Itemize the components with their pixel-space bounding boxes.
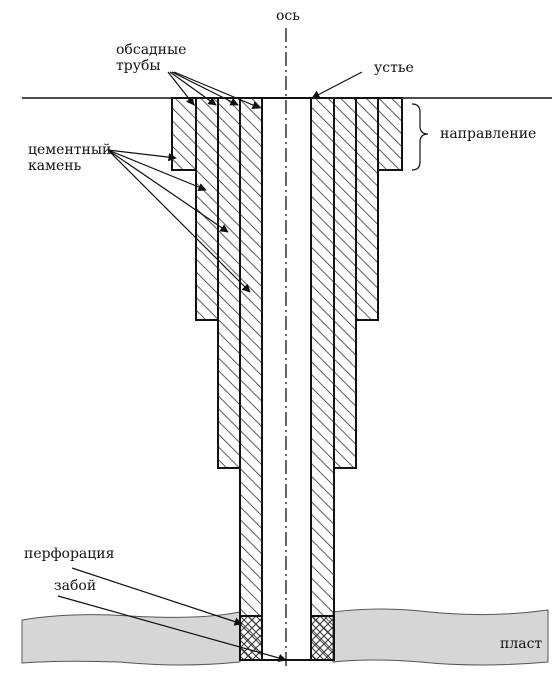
cement-label-line2: камень — [28, 158, 82, 174]
left-cement-casing — [171, 97, 263, 661]
axis-label: ось — [276, 8, 300, 24]
wellhead-label: устье — [374, 60, 414, 76]
direction-label: направление — [440, 126, 537, 142]
bottomhole-label: забой — [54, 578, 97, 594]
wellhead-arrow — [311, 71, 363, 99]
right-cement-casing — [310, 97, 403, 661]
casing-label-line1: обсадные — [116, 42, 187, 58]
perforation-label: перфорация — [24, 546, 115, 562]
formation-label: пласт — [500, 636, 543, 652]
cement-arrows — [107, 149, 251, 293]
perforation-arrow — [71, 567, 243, 626]
casing-arrows — [167, 71, 261, 109]
bottomhole-arrow — [57, 595, 287, 663]
casing-label-line2: трубы — [116, 58, 161, 74]
direction-bracket — [411, 103, 429, 171]
cement-label-line1: цементный — [28, 142, 112, 158]
formation-layer-right — [332, 608, 549, 666]
